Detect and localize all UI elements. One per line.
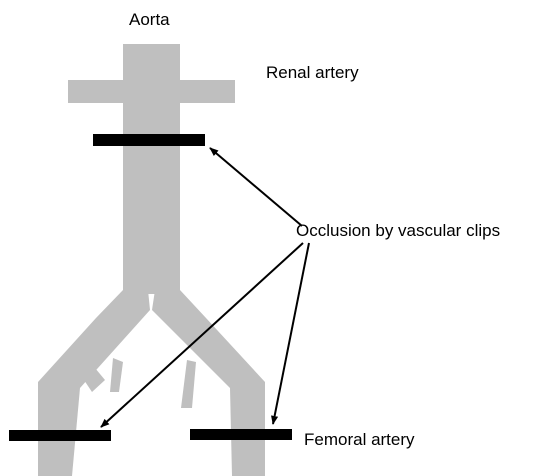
- left-femoral-clip: [9, 430, 111, 441]
- occlusion-label: Occlusion by vascular clips: [296, 222, 500, 239]
- left-inner-branch: [110, 358, 123, 392]
- renal-artery-label: Renal artery: [266, 64, 359, 81]
- arrow-to-right-femoral-clip: [273, 243, 309, 424]
- femoral-artery-label: Femoral artery: [304, 431, 415, 448]
- renal-clip: [93, 134, 205, 146]
- right-iliac-artery: [152, 290, 265, 476]
- renal-artery-branch: [68, 80, 235, 103]
- aorta-label: Aorta: [129, 11, 170, 28]
- right-femoral-clip: [190, 429, 292, 440]
- vessel-tree: [38, 44, 265, 476]
- arrow-to-renal-clip: [210, 148, 302, 226]
- right-inner-branch: [181, 360, 196, 408]
